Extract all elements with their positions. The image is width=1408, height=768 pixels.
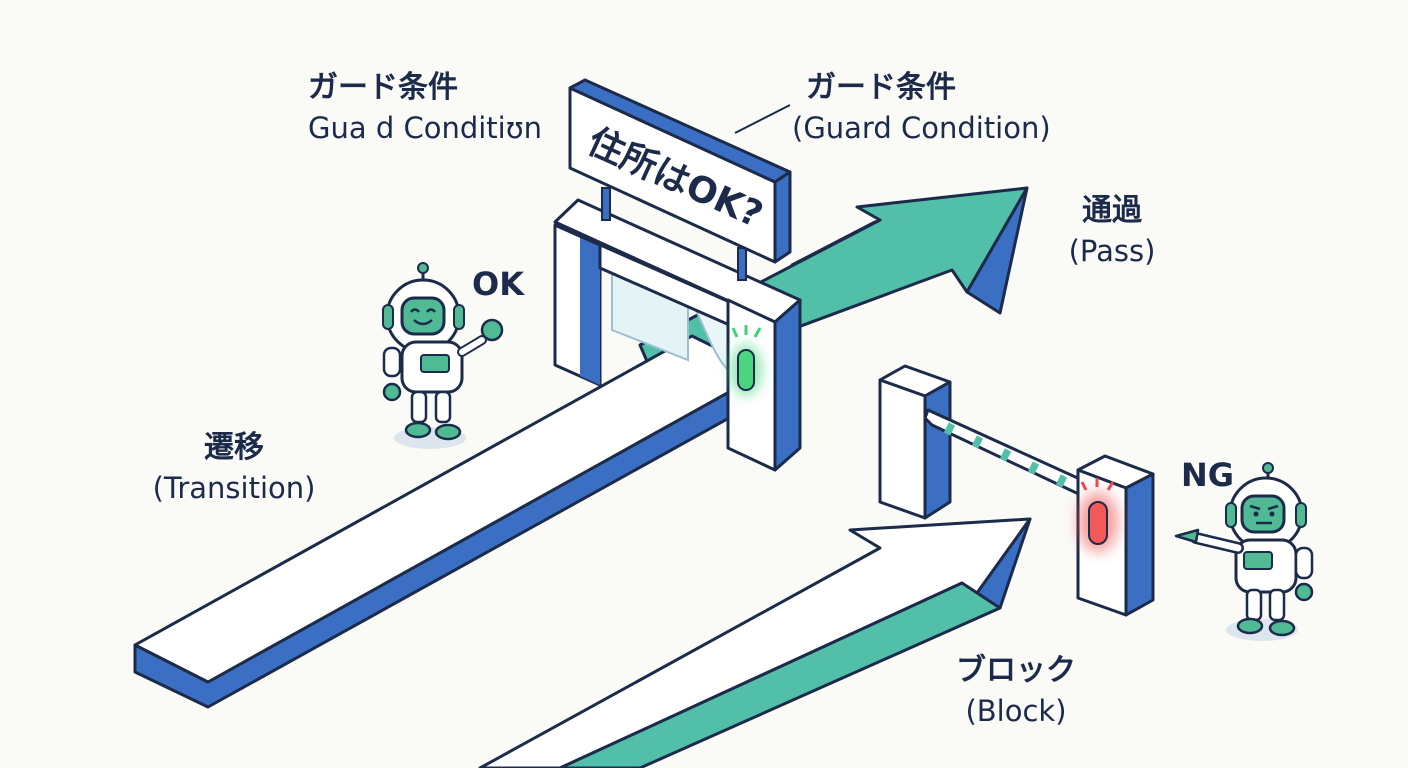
guard-gate bbox=[553, 198, 802, 472]
ng-label: NG bbox=[1181, 456, 1235, 494]
guard-left-jp: ガード条件 bbox=[308, 70, 458, 105]
pass-label: 通過 (Pass) bbox=[1052, 193, 1172, 269]
signal-red-light bbox=[1088, 501, 1108, 545]
transition-en: (Transition) bbox=[152, 471, 316, 506]
guard-leader-line bbox=[734, 104, 791, 134]
pass-jp: 通過 bbox=[1082, 193, 1142, 228]
guard-right-en: (Guard Condition) bbox=[792, 111, 1051, 146]
block-jp: ブロック bbox=[956, 653, 1076, 688]
transition-label: 遷移 (Transition) bbox=[128, 430, 340, 506]
guard-condition-label-left: ガード条件 Gua d Conditiʊn bbox=[308, 70, 542, 146]
guard-left-en: Gua d Conditiʊn bbox=[308, 111, 543, 146]
guard-condition-label-right: ガード条件 (Guard Condition) bbox=[792, 70, 1051, 146]
transition-jp: 遷移 bbox=[204, 430, 264, 465]
pass-en: (Pass) bbox=[1068, 234, 1156, 269]
condition-signboard: 住所はOK? bbox=[568, 78, 792, 281]
signal-green-light bbox=[737, 349, 755, 391]
robot-ok bbox=[382, 262, 504, 449]
barrier bbox=[878, 364, 1155, 617]
guard-right-jp: ガード条件 bbox=[806, 70, 956, 105]
block-arrow bbox=[478, 517, 1032, 768]
block-en: (Block) bbox=[965, 694, 1067, 729]
ok-label: OK bbox=[472, 265, 524, 303]
robot-ng bbox=[1174, 462, 1314, 641]
block-label: ブロック (Block) bbox=[936, 653, 1096, 729]
